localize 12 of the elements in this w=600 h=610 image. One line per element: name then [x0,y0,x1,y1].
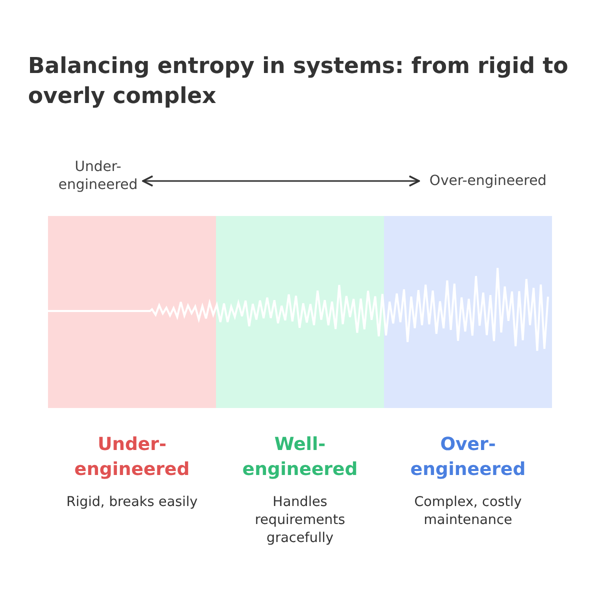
column-description: Rigid, breaks easily [65,493,199,511]
column-description: Handles requirements gracefully [254,493,346,547]
column-heading: Well- engineered [241,433,359,482]
color-band [216,216,384,408]
column-heading: Over- engineered [409,433,527,482]
double-arrow [142,175,420,187]
column-description: Complex, costly maintenance [413,493,523,529]
end-label: Under- engineered [57,158,139,194]
end-label: Over-engineered [423,172,553,190]
column-heading: Under- engineered [73,433,191,482]
color-band [48,216,216,408]
title: Balancing entropy in systems: from rigid to overly complex [28,53,570,111]
